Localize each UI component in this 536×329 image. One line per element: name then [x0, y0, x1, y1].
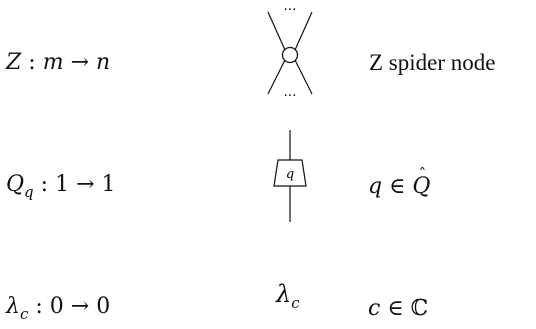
q-box-diagram: q: [273, 130, 307, 222]
q-signature: Qq : 1 → 1: [6, 172, 116, 200]
z-spider-diagram: … …: [267, 0, 313, 100]
z-codomain: n: [96, 50, 111, 75]
q-colon: :: [40, 172, 49, 197]
z-leg-top-right: [294, 11, 313, 51]
q-desc-var: q: [368, 174, 383, 199]
lambda-desc-in: ∈: [387, 296, 404, 321]
z-spider-node: [281, 46, 299, 64]
z-bottom-dots: …: [284, 85, 297, 100]
q-trapezoid-box: [273, 159, 307, 187]
lambda-symbol: λ: [6, 294, 20, 319]
lambda-arrow: →: [70, 294, 90, 319]
q-desc-hat: ˆ: [418, 165, 427, 184]
z-leg-bottom-left: [267, 59, 286, 95]
lambda-domain: 0: [49, 294, 64, 319]
z-symbol: Z: [6, 50, 22, 75]
q-arrow: →: [76, 172, 95, 197]
q-codomain: 1: [101, 172, 116, 197]
lambda-subscript: c: [19, 305, 29, 323]
z-arrow: →: [70, 50, 90, 75]
z-domain: m: [42, 50, 64, 75]
lambda-colon: :: [35, 294, 43, 319]
q-desc-in: ∈: [389, 174, 406, 199]
lambda-desc-set: ℂ: [410, 296, 429, 321]
z-colon: :: [28, 50, 36, 75]
lambda-diagram-symbol: λ: [276, 280, 292, 308]
lambda-description: c ∈ ℂ: [368, 298, 428, 320]
q-symbol: Q: [6, 172, 25, 197]
lambda-diagram: λc: [276, 280, 300, 311]
z-leg-bottom-right: [294, 59, 313, 95]
lambda-codomain: 0: [96, 294, 111, 319]
lambda-desc-var: c: [368, 296, 381, 321]
q-box-label: q: [286, 167, 294, 182]
z-signature: Z : m → n: [6, 52, 110, 74]
q-subscript: q: [24, 183, 34, 201]
q-domain: 1: [55, 172, 70, 197]
q-desc-set: Q: [412, 174, 431, 199]
z-description: Z spider node: [369, 50, 496, 75]
z-leg-top-left: [267, 11, 286, 51]
lambda-signature: λc : 0 → 0: [6, 294, 111, 322]
lambda-diagram-subscript: c: [291, 294, 300, 312]
z-top-dots: …: [284, 0, 297, 14]
